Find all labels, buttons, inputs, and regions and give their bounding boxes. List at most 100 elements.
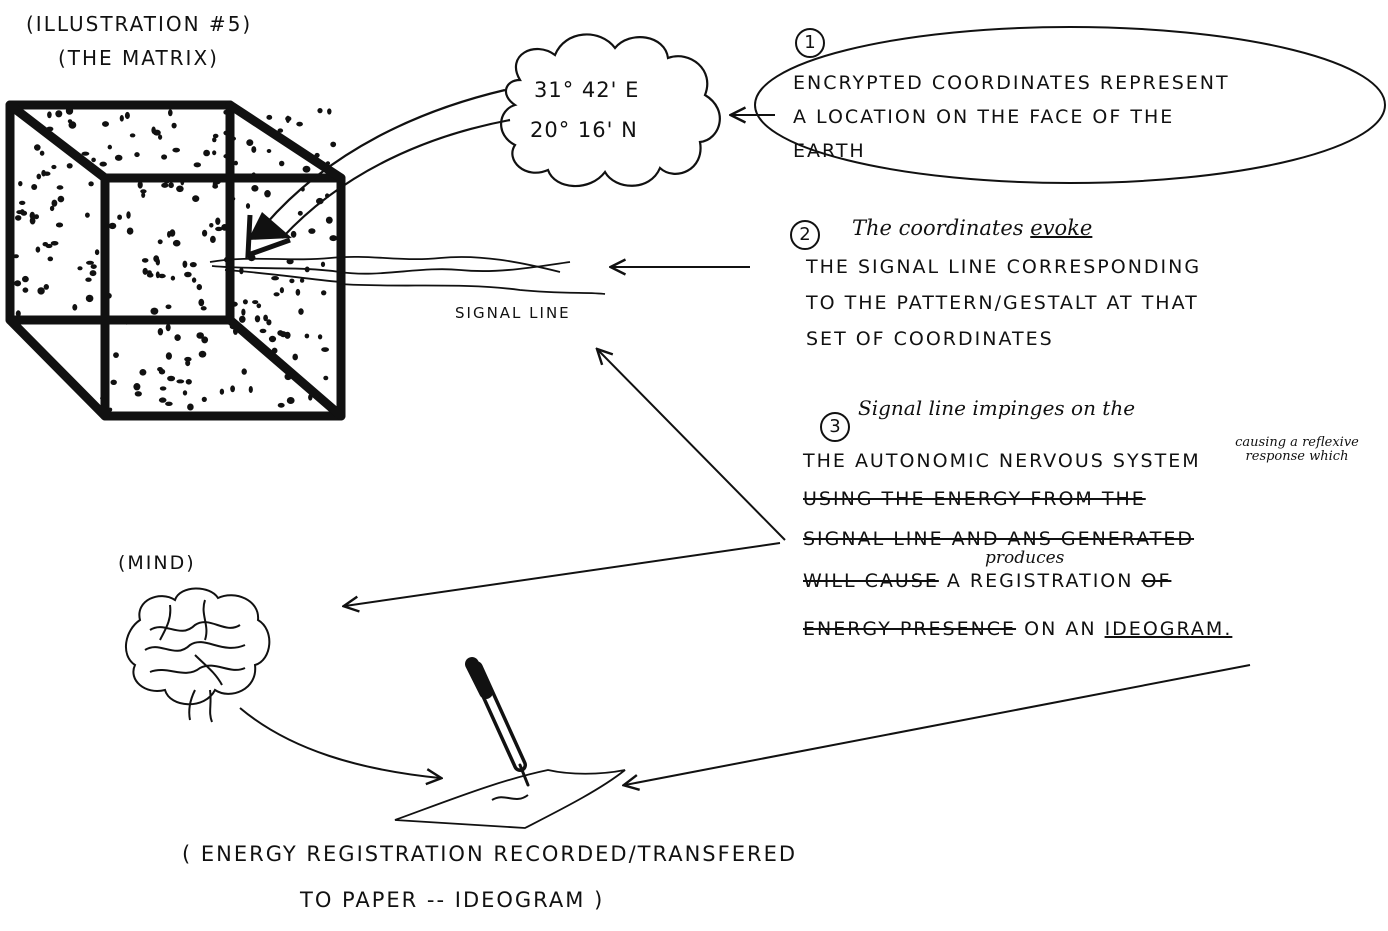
matrix-dot	[273, 292, 280, 297]
note1-line3: EARTH	[793, 140, 866, 162]
matrix-dot	[245, 203, 251, 209]
matrix-dot	[113, 352, 119, 358]
matrix-dot	[13, 254, 19, 259]
matrix-dot	[107, 144, 113, 150]
matrix-dot	[165, 352, 172, 360]
matrix-dot	[77, 266, 83, 271]
matrix-dot	[124, 111, 130, 120]
matrix-dot	[108, 222, 117, 230]
matrix-dot	[279, 160, 285, 167]
matrix-dot	[15, 215, 22, 221]
matrix-dot	[126, 211, 131, 219]
matrix-dot	[210, 235, 216, 243]
matrix-dot	[176, 379, 185, 384]
matrix-dot	[215, 217, 221, 225]
note3-line4-b: A REGISTRATION	[946, 570, 1134, 592]
note3-aside: causing a reflexive response which	[1235, 435, 1359, 464]
illustration-subtitle: (THE MATRIX)	[58, 46, 219, 70]
matrix-dot	[165, 323, 171, 332]
matrix-dot	[304, 333, 310, 339]
paper-sheet	[394, 769, 626, 829]
matrix-dot	[86, 260, 94, 265]
matrix-dot	[266, 149, 272, 153]
note2-script: The coordinates evoke	[852, 216, 1092, 240]
matrix-dot	[317, 108, 323, 114]
matrix-dot	[168, 182, 174, 189]
cloud-coord-east: 31° 42' E	[534, 78, 640, 102]
matrix-dot	[242, 299, 248, 305]
note3-script: Signal line impinges on the	[858, 396, 1136, 420]
matrix-dot	[192, 195, 200, 203]
note3-line3: SIGNAL LINE AND ANS GENERATED	[803, 528, 1195, 550]
matrix-dot	[196, 332, 204, 339]
matrix-dot	[42, 242, 49, 247]
cloud-to-cube-arrow	[245, 88, 511, 259]
matrix-dot	[323, 375, 329, 381]
matrix-dot	[90, 264, 97, 269]
note1-ellipse	[754, 26, 1386, 184]
matrix-dot	[172, 239, 181, 247]
matrix-dot	[219, 388, 225, 395]
matrix-dot	[72, 304, 78, 311]
matrix-dot	[264, 190, 271, 198]
matrix-dot	[279, 287, 284, 294]
note3-line4-struck-c: OF	[1141, 570, 1172, 592]
matrix-dot	[320, 261, 326, 267]
matrix-dot	[201, 396, 207, 402]
matrix-dot	[20, 209, 25, 215]
matrix-dot	[158, 397, 167, 403]
matrix-dot	[14, 280, 22, 287]
matrix-dot	[161, 182, 169, 188]
ideogram-to-paper-arrow	[625, 664, 1251, 785]
matrix-dot	[285, 115, 290, 124]
matrix-dot	[212, 184, 219, 189]
matrix-dot	[196, 284, 202, 291]
matrix-dot	[169, 229, 176, 237]
matrix-dot	[39, 150, 45, 156]
matrix-dot	[271, 276, 279, 281]
matrix-dot	[141, 258, 149, 263]
matrix-dot	[85, 294, 94, 303]
matrix-dot	[34, 144, 41, 151]
matrix-dot	[215, 226, 223, 232]
matrix-dot	[296, 121, 303, 127]
matrix-dot	[277, 402, 285, 408]
matrix-dot	[102, 121, 109, 127]
matrix-dot	[43, 171, 51, 176]
matrix-dot	[290, 230, 297, 238]
matrix-dot	[99, 161, 107, 167]
matrix-dot	[200, 306, 207, 311]
matrix-dot	[117, 214, 122, 220]
matrix-dot	[150, 307, 159, 315]
matrix-dot	[187, 403, 194, 411]
matrix-dot	[141, 192, 146, 198]
matrix-dot	[185, 360, 191, 367]
matrix-dot	[37, 287, 45, 295]
matrix-dot	[55, 222, 64, 228]
matrix-dot	[81, 151, 90, 156]
matrix-dot	[67, 119, 73, 124]
matrix-dot	[29, 211, 35, 220]
matrix-dot	[212, 137, 217, 143]
matrix-dot	[330, 141, 337, 148]
matrix-dot	[57, 195, 65, 203]
matrix-dot	[157, 367, 163, 372]
pen-icon	[465, 657, 530, 787]
matrix-dot	[252, 300, 259, 305]
matrix-dot	[47, 256, 54, 262]
matrix-dot	[302, 165, 311, 173]
mind-to-paper-arrow	[239, 707, 440, 778]
matrix-dot	[251, 185, 259, 192]
cloud-coord-north: 20° 16' N	[530, 118, 638, 142]
matrix-dot	[212, 133, 219, 139]
note3-line5-b: ON AN	[1024, 618, 1097, 640]
matrix-dot	[18, 181, 23, 187]
note1-line2: A LOCATION ON THE FACE OF THE	[793, 106, 1175, 128]
matrix-dot	[49, 205, 55, 212]
note3-to-signal-arrow	[598, 350, 786, 541]
matrix-dot	[119, 115, 124, 122]
matrix-dot	[174, 334, 181, 341]
matrix-dot	[134, 391, 142, 397]
coordinates-cloud	[500, 33, 721, 188]
illustration-title: (ILLUSTRATION #5)	[26, 12, 253, 36]
